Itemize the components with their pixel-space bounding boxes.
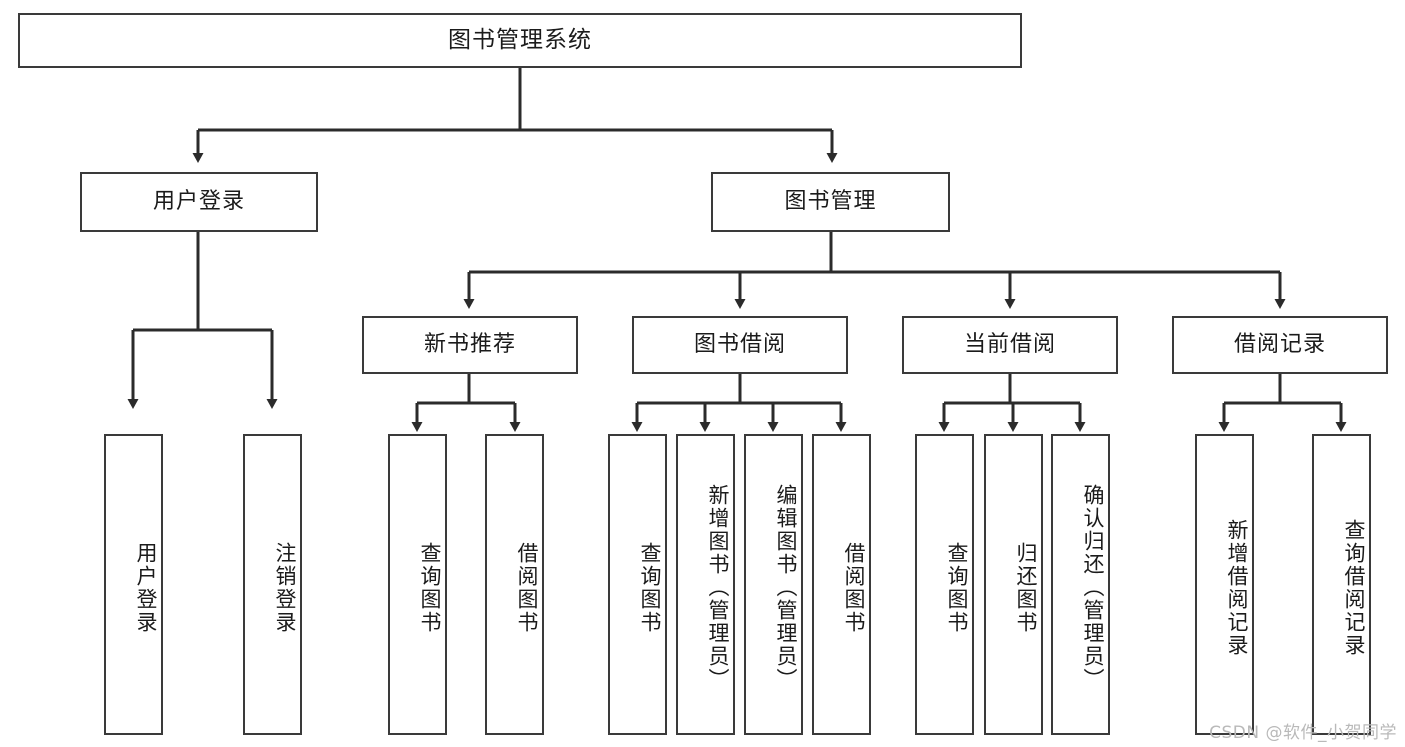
node-borrow-record-label: 借阅记录 <box>1233 331 1326 357</box>
leaf-borrow-book-2-label: 借阅图书 <box>842 541 866 634</box>
leaf-user-login-label: 用户登录 <box>134 541 158 634</box>
node-book-management[interactable]: 图书管理 <box>711 172 950 232</box>
leaf-query-book-2[interactable]: 查询图书 <box>608 434 667 735</box>
leaf-user-login[interactable]: 用户登录 <box>104 434 163 735</box>
leaf-return-book[interactable]: 归还图书 <box>984 434 1043 735</box>
leaf-borrow-book-1[interactable]: 借阅图书 <box>485 434 544 735</box>
node-book-management-label: 图书管理 <box>784 188 877 214</box>
node-book-borrow-label: 图书借阅 <box>693 331 786 357</box>
leaf-query-book-1-label: 查询图书 <box>418 541 442 634</box>
leaf-query-book-2-label: 查询图书 <box>638 541 662 634</box>
leaf-add-book[interactable]: 新增图书（管理员） <box>676 434 735 735</box>
leaf-query-record[interactable]: 查询借阅记录 <box>1312 434 1371 735</box>
node-new-book-recommend[interactable]: 新书推荐 <box>362 316 578 374</box>
watermark: CSDN @软件_小贺同学 <box>1209 723 1397 743</box>
node-current-borrow[interactable]: 当前借阅 <box>902 316 1118 374</box>
leaf-borrow-book-2[interactable]: 借阅图书 <box>812 434 871 735</box>
node-user-login-label: 用户登录 <box>152 188 245 214</box>
leaf-query-book-3-label: 查询图书 <box>945 541 969 634</box>
leaf-query-record-label: 查询借阅记录 <box>1342 518 1366 657</box>
leaf-edit-book[interactable]: 编辑图书（管理员） <box>744 434 803 735</box>
node-borrow-record[interactable]: 借阅记录 <box>1172 316 1388 374</box>
leaf-confirm-return-label: 确认归还（管理员） <box>1081 484 1105 691</box>
node-new-book-recommend-label: 新书推荐 <box>423 331 516 357</box>
leaf-add-record-label: 新增借阅记录 <box>1225 518 1249 657</box>
node-book-borrow[interactable]: 图书借阅 <box>632 316 848 374</box>
leaf-logout-login-label: 注销登录 <box>273 541 297 634</box>
leaf-query-book-1[interactable]: 查询图书 <box>388 434 447 735</box>
leaf-add-book-label: 新增图书（管理员） <box>706 484 730 691</box>
leaf-add-record[interactable]: 新增借阅记录 <box>1195 434 1254 735</box>
node-user-login[interactable]: 用户登录 <box>80 172 318 232</box>
node-current-borrow-label: 当前借阅 <box>963 331 1056 357</box>
leaf-edit-book-label: 编辑图书（管理员） <box>774 484 798 691</box>
leaf-logout-login[interactable]: 注销登录 <box>243 434 302 735</box>
leaf-return-book-label: 归还图书 <box>1014 541 1038 634</box>
leaf-query-book-3[interactable]: 查询图书 <box>915 434 974 735</box>
leaf-borrow-book-1-label: 借阅图书 <box>515 541 539 634</box>
node-root-label: 图书管理系统 <box>448 26 592 53</box>
node-root[interactable]: 图书管理系统 <box>18 13 1022 68</box>
leaf-confirm-return[interactable]: 确认归还（管理员） <box>1051 434 1110 735</box>
